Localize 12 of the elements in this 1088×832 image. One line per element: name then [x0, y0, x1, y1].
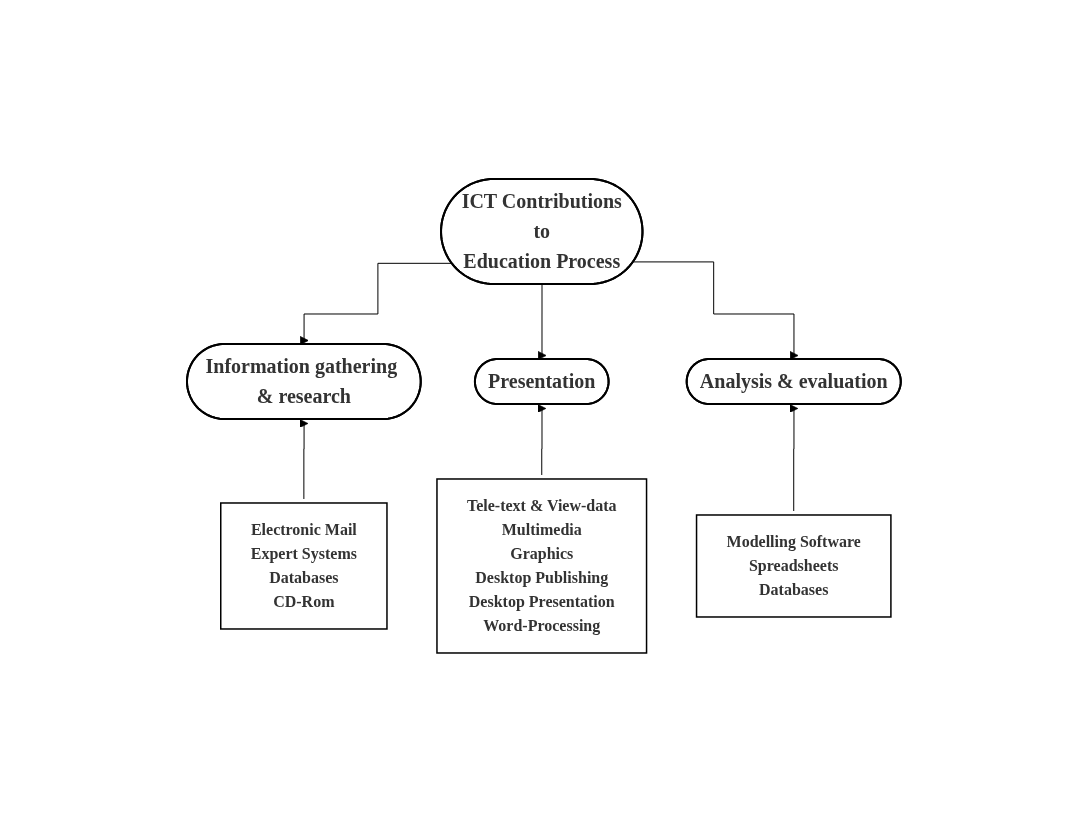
list-box: Modelling Software Spreadsheets Databases	[695, 514, 892, 618]
ellipse-node: ICT Contributions to Education Process	[440, 178, 644, 285]
ellipse-node: Information gathering & research	[186, 343, 422, 420]
arrow	[789, 404, 799, 512]
list-box: Tele-text & View-data Multimedia Graphics Desktop Publishing Desktop Presentation Word-Processing	[436, 478, 648, 654]
arrow	[633, 261, 799, 360]
arrow	[537, 404, 547, 476]
arrow	[299, 419, 309, 500]
ellipse-node: Presentation	[474, 358, 610, 405]
list-box: Electronic Mail Expert Systems Databases CD-Rom	[220, 502, 388, 630]
ellipse-node: Analysis & evaluation	[685, 358, 902, 405]
arrow	[537, 284, 547, 360]
